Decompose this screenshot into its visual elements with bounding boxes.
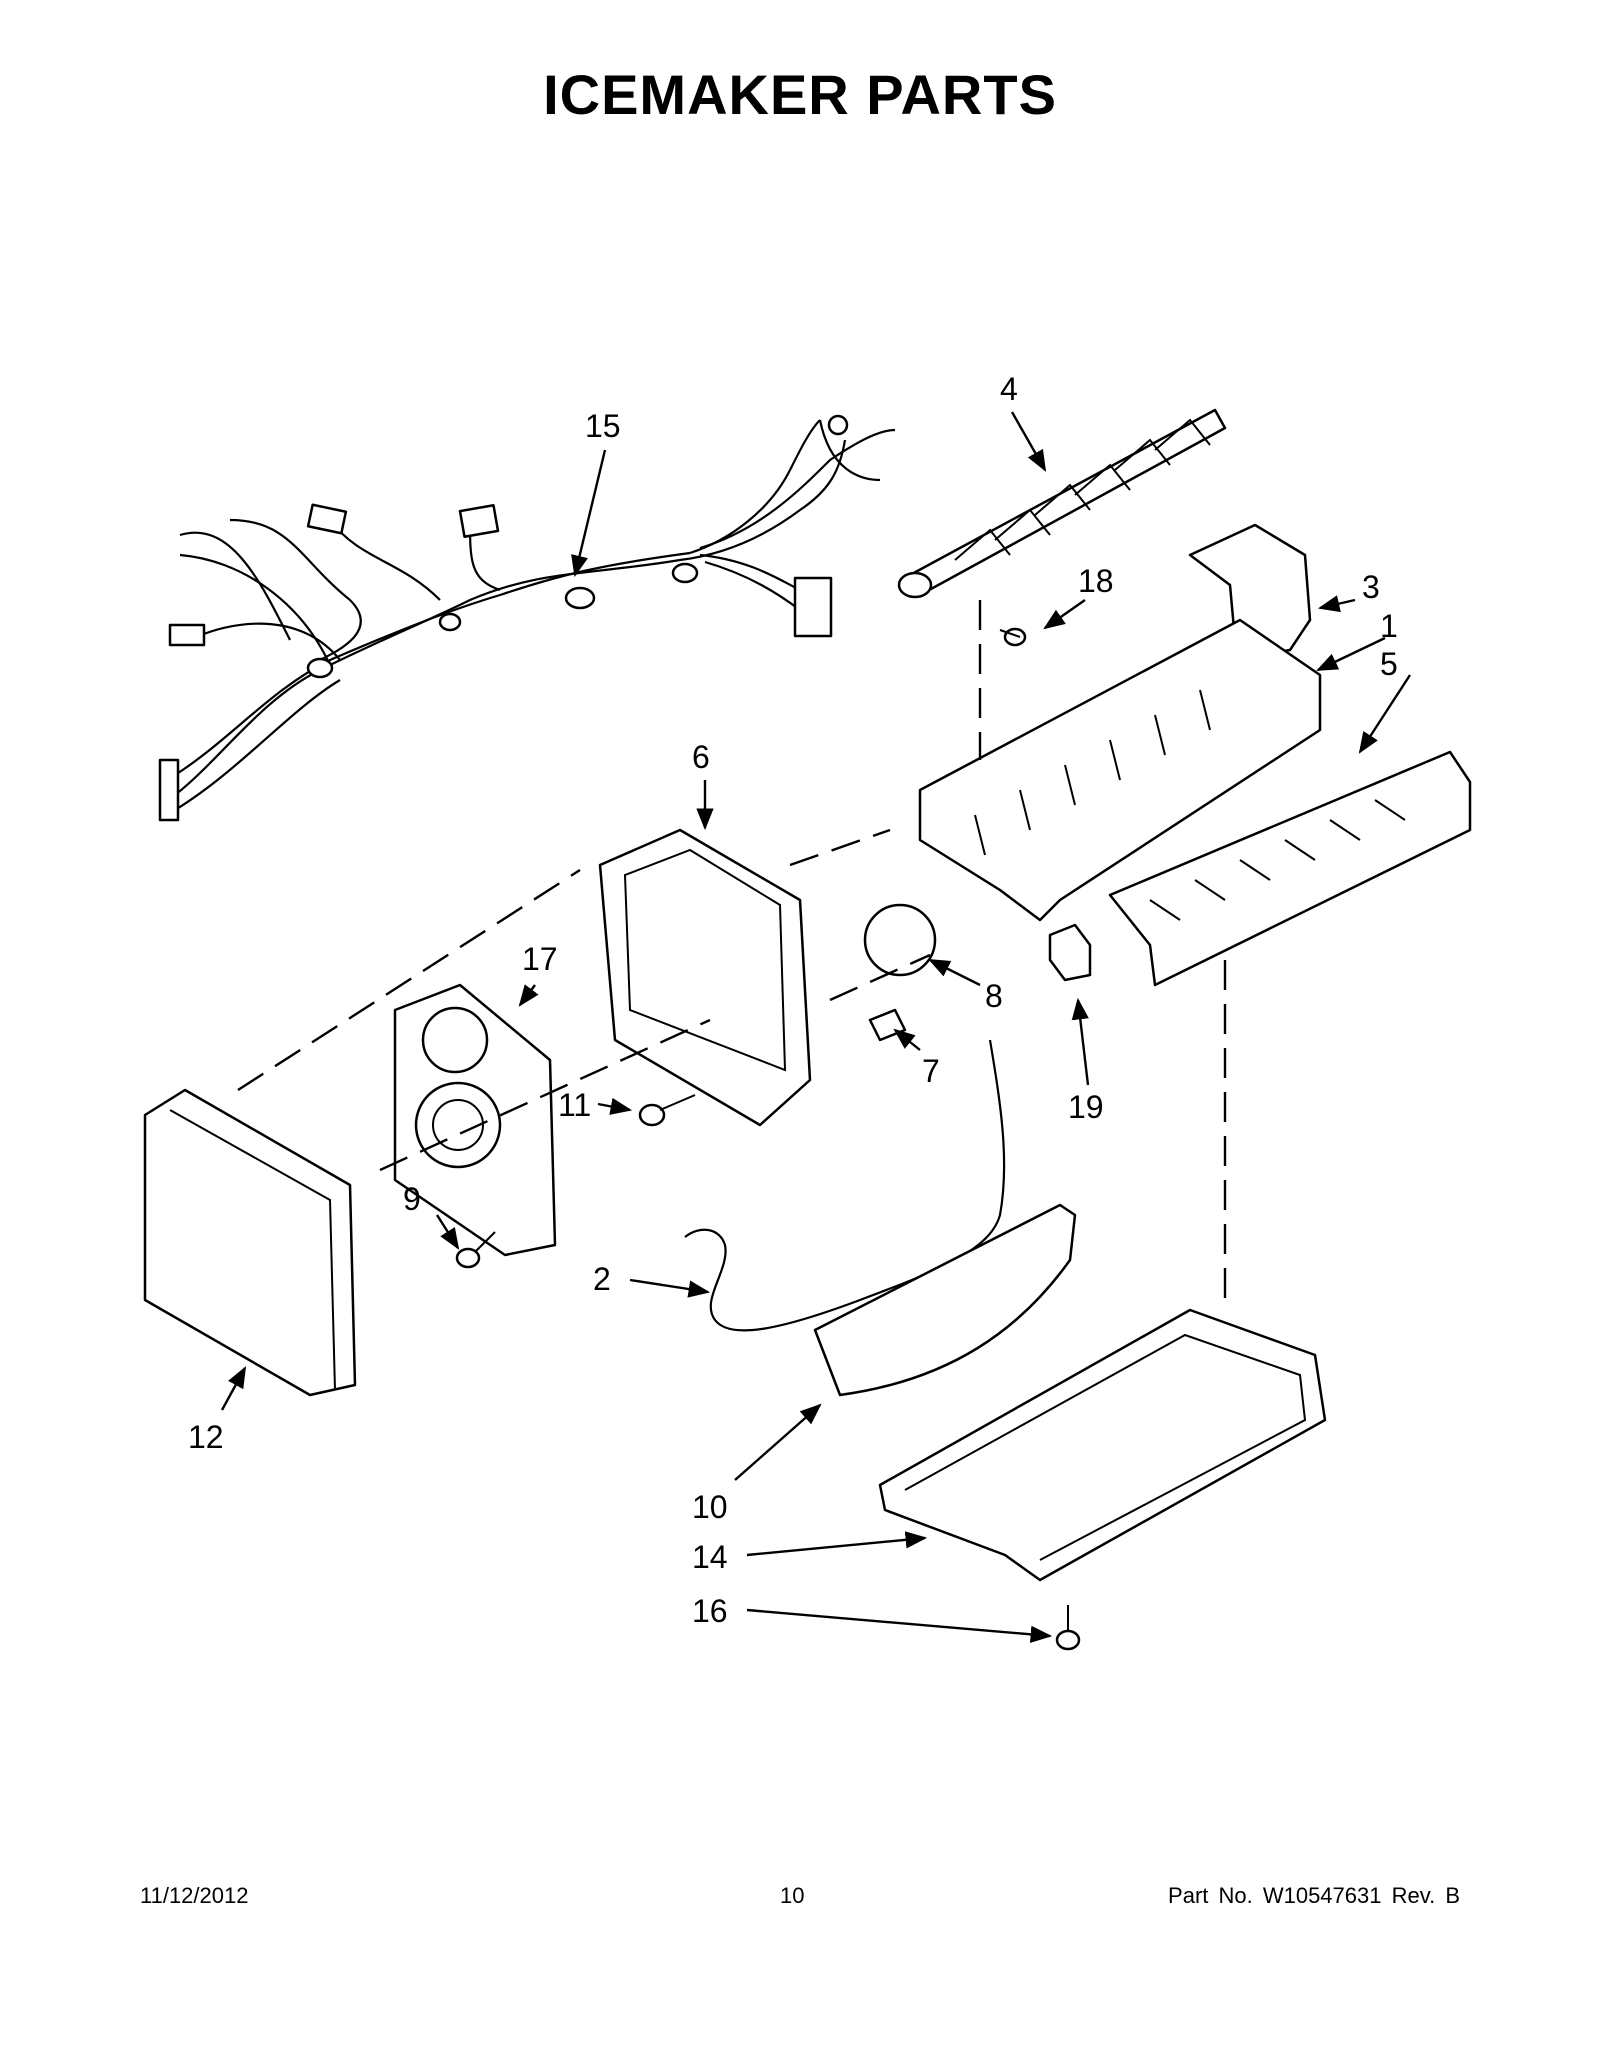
front-cover-part bbox=[143, 1088, 357, 1397]
mold-part bbox=[918, 618, 1322, 922]
assembly-line bbox=[237, 868, 581, 1092]
callout-9: 9 bbox=[403, 1181, 421, 1217]
assembly-line bbox=[379, 1018, 711, 1172]
leader-arrow bbox=[1071, 997, 1090, 1086]
callout-16: 16 bbox=[692, 1593, 728, 1629]
screw-11-part bbox=[638, 1094, 696, 1127]
callout-8: 8 bbox=[985, 978, 1003, 1014]
wire-harness-part bbox=[158, 414, 896, 822]
leader-arrow bbox=[1043, 599, 1086, 630]
footer-part-number: Part No. W10547631 Rev. B bbox=[1168, 1883, 1460, 1908]
leader-arrow bbox=[571, 449, 607, 578]
clip-part bbox=[868, 1008, 907, 1042]
leader-arrow bbox=[1358, 674, 1412, 754]
callout-3: 3 bbox=[1362, 569, 1380, 605]
motor-plate-part bbox=[393, 983, 557, 1257]
assembly-line bbox=[789, 828, 891, 867]
housing-part bbox=[878, 1308, 1327, 1582]
leader-arrow bbox=[928, 958, 981, 987]
stripper-part bbox=[1108, 750, 1472, 987]
thermostat-part bbox=[863, 903, 937, 977]
cover-part bbox=[1188, 523, 1312, 657]
callout-11: 11 bbox=[558, 1087, 591, 1123]
wire-clip-part bbox=[1048, 923, 1092, 982]
callout-5: 5 bbox=[1380, 646, 1398, 682]
leader-arrow bbox=[1316, 636, 1386, 672]
footer-page-number: 10 bbox=[780, 1883, 805, 1908]
screw-18-part bbox=[999, 627, 1027, 647]
support-part bbox=[598, 828, 812, 1127]
leader-arrow bbox=[518, 984, 539, 1007]
leader-arrow bbox=[1010, 411, 1047, 472]
leader-arrow bbox=[734, 1403, 822, 1481]
callout-4: 4 bbox=[1000, 371, 1018, 407]
callout-18: 18 bbox=[1078, 563, 1114, 599]
bracket-part bbox=[813, 1203, 1077, 1397]
leader-arrow bbox=[220, 1366, 247, 1411]
callout-17: 17 bbox=[522, 941, 558, 977]
footer-date: 11/12/2012 bbox=[140, 1883, 249, 1908]
callout-7: 7 bbox=[922, 1053, 940, 1089]
leader-arrow bbox=[597, 1097, 633, 1115]
shutoff-arm-part bbox=[684, 1039, 1006, 1332]
callout-12: 12 bbox=[188, 1419, 224, 1455]
leader-arrow bbox=[435, 1214, 460, 1250]
leader-arrow bbox=[746, 1608, 1053, 1643]
callout-1: 1 bbox=[1380, 608, 1398, 644]
callout-14: 14 bbox=[692, 1539, 728, 1575]
callout-2: 2 bbox=[593, 1261, 611, 1297]
leader-arrow bbox=[629, 1278, 711, 1298]
screw-9-part bbox=[455, 1231, 496, 1269]
leader-arrow bbox=[746, 1531, 928, 1557]
screw-16-part bbox=[1055, 1605, 1081, 1651]
callout-10: 10 bbox=[692, 1489, 728, 1525]
assembly-line bbox=[829, 953, 931, 1002]
callout-19: 19 bbox=[1068, 1089, 1104, 1125]
ejector-part bbox=[897, 408, 1227, 599]
page-title: ICEMAKER PARTS bbox=[543, 63, 1057, 126]
callout-15: 15 bbox=[585, 408, 621, 444]
leader-arrow bbox=[893, 1028, 921, 1051]
leader-arrow bbox=[1317, 595, 1356, 613]
callout-6: 6 bbox=[692, 739, 710, 775]
